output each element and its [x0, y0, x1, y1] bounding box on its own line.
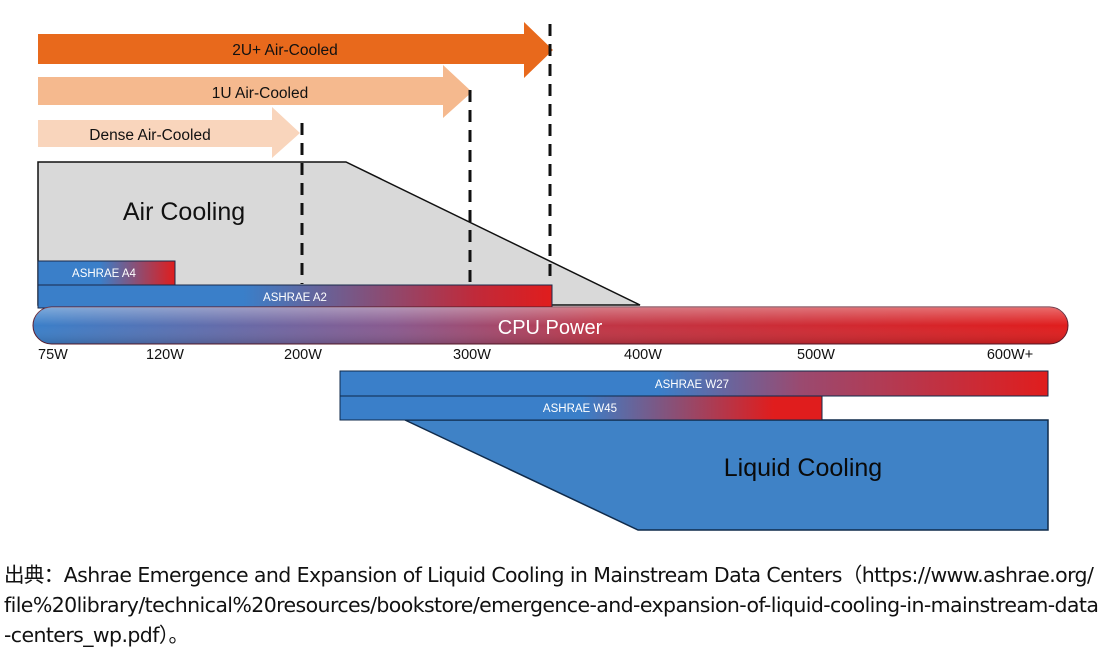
arrow-1u-air-cooled: 1U Air-Cooled [38, 65, 472, 118]
air-cooling-label: Air Cooling [123, 198, 245, 226]
tick-label: 400W [624, 347, 662, 363]
liquid-cooling-region [404, 419, 1049, 531]
arrow-dense-label: Dense Air-Cooled [89, 127, 210, 144]
ashrae-w27-label: ASHRAE W27 [655, 379, 729, 391]
tick-label: 600W+ [987, 347, 1033, 363]
cpu-power-label: CPU Power [498, 317, 603, 339]
liquid-cooling-label: Liquid Cooling [724, 454, 882, 482]
arrow-2u-label: 2U+ Air-Cooled [232, 42, 338, 59]
source-caption: 出典：Ashrae Emergence and Expansion of Liq… [4, 563, 1099, 647]
air-cooling-region [37, 161, 641, 306]
ashrae-w45-bar [339, 395, 823, 421]
tick-label: 120W [146, 347, 184, 363]
tick-label: 75W [38, 347, 68, 363]
tick-label: 200W [284, 347, 322, 363]
cpu-power-bar-shine [33, 307, 1068, 344]
ashrae-w45-label: ASHRAE W45 [543, 403, 617, 415]
tick-label: 500W [797, 347, 835, 363]
ashrae-a2-label: ASHRAE A2 [263, 292, 327, 304]
arrow-1u-label: 1U Air-Cooled [212, 85, 309, 102]
cooling-diagram: 2U+ Air-Cooled 1U Air-Cooled Dense Air-C… [32, 22, 1069, 531]
ashrae-a4-label: ASHRAE A4 [72, 268, 137, 280]
arrow-2u-air-cooled: 2U+ Air-Cooled [38, 22, 553, 78]
arrow-dense-air-cooled: Dense Air-Cooled [38, 107, 300, 158]
ashrae-w27-bar [339, 370, 1049, 397]
tick-label: 300W [453, 347, 491, 363]
